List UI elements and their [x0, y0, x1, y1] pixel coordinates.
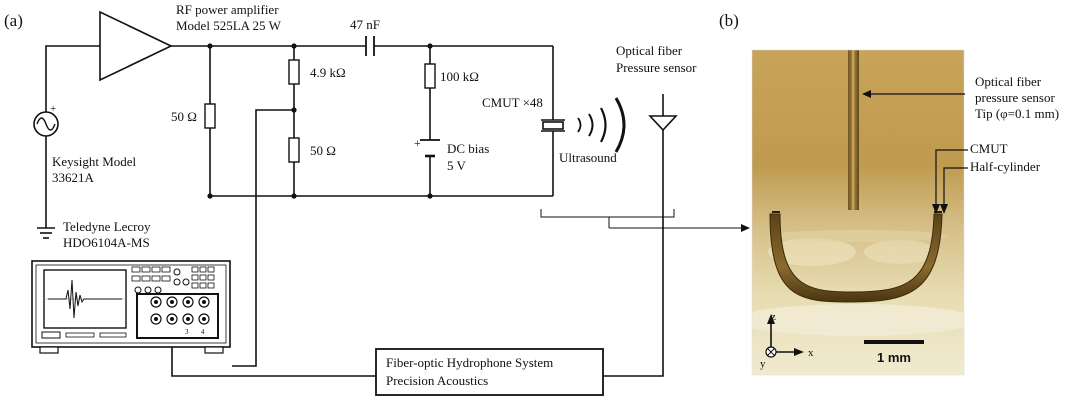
- svg-text:+: +: [414, 136, 421, 150]
- generator-label-1: Keysight Model: [52, 154, 137, 169]
- cmut-arrowhead-1: [932, 204, 940, 214]
- ultrasound-waves-icon: [577, 97, 626, 153]
- hydrophone-label-2: Precision Acoustics: [386, 373, 488, 388]
- photo-sensor-label-1: Optical fiber: [975, 74, 1042, 89]
- amplifier-label-2: Model 525LA 25 W: [176, 18, 282, 33]
- panel-label-b: (b): [719, 11, 739, 30]
- optical-sensor-label-1: Optical fiber: [616, 43, 683, 58]
- optical-sensor-label-2: Pressure sensor: [616, 60, 697, 75]
- oscilloscope-label-2: HDO6104A-MS: [63, 235, 150, 250]
- photo-sensor-label-3: Tip (φ=0.1 mm): [975, 106, 1059, 121]
- resistor-100k: [424, 63, 436, 89]
- cmut-pointer-arrows: [935, 149, 968, 206]
- scale-bar: [864, 340, 924, 344]
- photo-frame: [751, 49, 965, 376]
- sensor-tip-arrowhead: [862, 90, 871, 98]
- pressure-sensor-icon: [648, 115, 678, 132]
- ultrasound-label: Ultrasound: [559, 150, 617, 165]
- amplifier-label-1: RF power amplifier: [176, 2, 279, 17]
- scope-channel-4: 4: [201, 328, 205, 336]
- panel-label-a: (a): [4, 11, 23, 30]
- capacitor-icon: [365, 36, 375, 56]
- capacitor-label: 47 nF: [350, 17, 380, 32]
- photo-cmut-label-1: CMUT: [970, 141, 1008, 156]
- axis-y-label: y: [760, 358, 766, 370]
- resistor-50-shunt: [204, 103, 216, 129]
- axis-x-label: x: [808, 347, 814, 359]
- svg-text:+: +: [50, 103, 56, 115]
- hydrophone-label-1: Fiber-optic Hydrophone System: [386, 355, 553, 370]
- dc-bias-label-1: DC bias: [447, 141, 489, 156]
- resistor-100k-label: 100 kΩ: [440, 69, 479, 84]
- oscilloscope-label-1: Teledyne Lecroy: [63, 219, 151, 234]
- oscilloscope-icon: [31, 260, 231, 354]
- resistor-50-divider-label: 50 Ω: [310, 143, 336, 158]
- photo-cmut-label-2: Half-cylinder: [970, 159, 1041, 174]
- resistor-4.9k: [288, 59, 300, 85]
- scale-bar-label: 1 mm: [877, 350, 911, 365]
- generator-label-2: 33621A: [52, 170, 95, 185]
- resistor-4.9k-label: 4.9 kΩ: [310, 65, 346, 80]
- resistor-50-divider: [288, 137, 300, 163]
- signal-generator-icon: +: [33, 103, 59, 137]
- hydrophone-system-box: [375, 348, 604, 396]
- axis-z-label: z: [771, 311, 776, 323]
- callout-bracket: [540, 209, 742, 229]
- cmut-photograph: [752, 50, 964, 375]
- cmut-transducer-icon: [541, 119, 565, 132]
- dc-bias-battery-icon: +: [414, 136, 440, 158]
- cmut-arrowhead-2: [940, 204, 948, 214]
- dc-bias-label-2: 5 V: [447, 158, 467, 173]
- ground-icon: [37, 227, 55, 239]
- junction-dots: [207, 43, 433, 199]
- resistor-50-shunt-label: 50 Ω: [171, 109, 197, 124]
- rf-amplifier-icon: [99, 10, 173, 82]
- axis-triad-icon: [765, 314, 804, 358]
- cmut-label: CMUT ×48: [482, 95, 543, 110]
- circuit-wires: [45, 45, 664, 377]
- photo-sensor-label-2: pressure sensor: [975, 90, 1055, 105]
- callout-arrowhead: [741, 224, 750, 232]
- scope-channel-3: 3: [185, 328, 189, 336]
